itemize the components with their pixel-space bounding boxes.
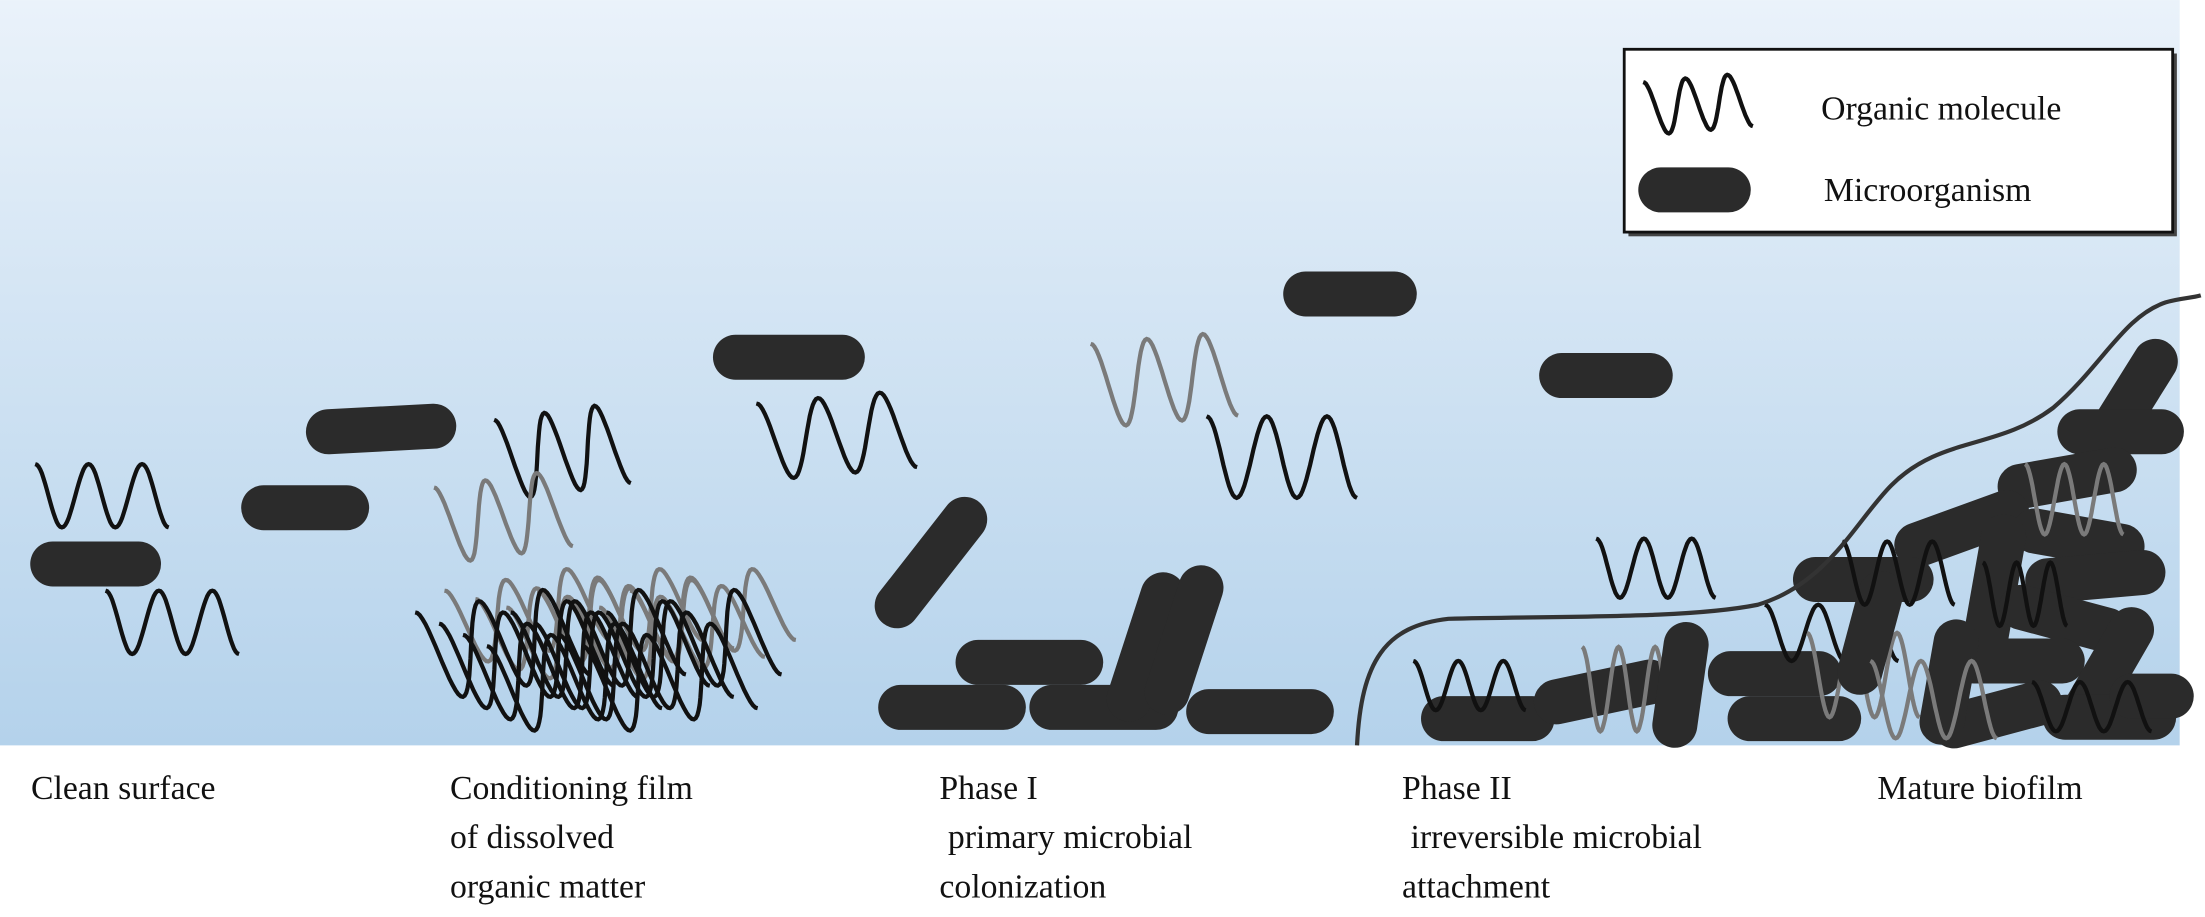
organic-molecule: [414, 587, 591, 700]
microorganism: [878, 684, 1026, 730]
microorganism: [1837, 570, 1904, 695]
stage-label-phase-1: Phase I: [939, 770, 1037, 807]
organic-molecule: [1642, 72, 1754, 136]
organic-molecule: [1089, 331, 1239, 428]
organic-molecule: [1580, 644, 1675, 734]
stage-labels: Clean surface Conditioning film of disso…: [31, 770, 2083, 905]
microorganism: [241, 485, 370, 531]
organic-molecule: [2023, 461, 2125, 537]
microorganism: [305, 403, 457, 455]
organic-molecule: [493, 403, 632, 500]
microorganism: [712, 334, 865, 380]
organic-molecule: [1841, 539, 1956, 608]
stage-label-phase-2: attachment: [1402, 868, 1551, 905]
microorganism: [1919, 619, 1979, 745]
stage-label-conditioning-film: Conditioning film: [450, 770, 693, 807]
microorganism: [1727, 696, 1862, 742]
organic-molecule: [558, 610, 735, 722]
organic-molecule: [1869, 658, 1998, 741]
microorganism: [1283, 271, 1417, 317]
microorganism: [1144, 565, 1224, 715]
stage-label-conditioning-film: organic matter: [450, 868, 645, 905]
organic-molecule: [510, 587, 687, 700]
microorganism: [1962, 514, 2027, 668]
organic-molecule: [582, 621, 759, 733]
organic-molecule: [433, 470, 574, 563]
stage-label-phase-1: colonization: [939, 868, 1106, 905]
stage-label-clean-surface: Clean surface: [31, 770, 216, 807]
stage-label-phase-2: irreversible microbial: [1402, 819, 1702, 856]
microorganism: [2057, 409, 2184, 455]
microorganism: [874, 496, 988, 629]
microorganism: [30, 541, 162, 587]
organic-molecule: [1595, 536, 1717, 600]
diagram-marks: [30, 271, 2194, 749]
microorganism: [1652, 622, 1709, 748]
stage-label-phase-2: Phase II: [1402, 770, 1512, 807]
stage-label-mature-biofilm: Mature biofilm: [1877, 770, 2082, 807]
microorganism: [1951, 638, 2085, 684]
organic-molecule: [755, 390, 918, 481]
microorganism: [1186, 689, 1334, 735]
microorganism: [2109, 673, 2194, 719]
legend-organic-molecule-label: Organic molecule: [1821, 91, 2061, 128]
microorganism: [1638, 167, 1751, 213]
organic-molecule: [1205, 413, 1358, 501]
stage-label-conditioning-film: of dissolved: [450, 819, 614, 856]
organic-molecule: [1981, 560, 2069, 629]
organic-molecule: [104, 588, 240, 657]
microorganism: [1707, 651, 1842, 697]
legend-microorganism-label: Microorganism: [1824, 172, 2031, 209]
microorganism: [1533, 659, 1673, 725]
organic-molecule: [1412, 658, 1527, 713]
organic-molecule: [629, 566, 797, 664]
microorganism: [1539, 353, 1673, 399]
organic-molecule: [2031, 679, 2153, 734]
microorganism: [1106, 572, 1186, 722]
biofilm-boundary: [1354, 293, 2202, 746]
organic-molecule: [34, 461, 170, 530]
organic-molecule: [605, 587, 783, 700]
microorganism: [955, 639, 1104, 685]
microorganism: [2025, 549, 2166, 604]
microorganism: [1931, 680, 2063, 749]
stage-label-phase-1: primary microbial: [939, 819, 1192, 856]
legend: Organic molecule Microorganism: [1622, 47, 2177, 237]
